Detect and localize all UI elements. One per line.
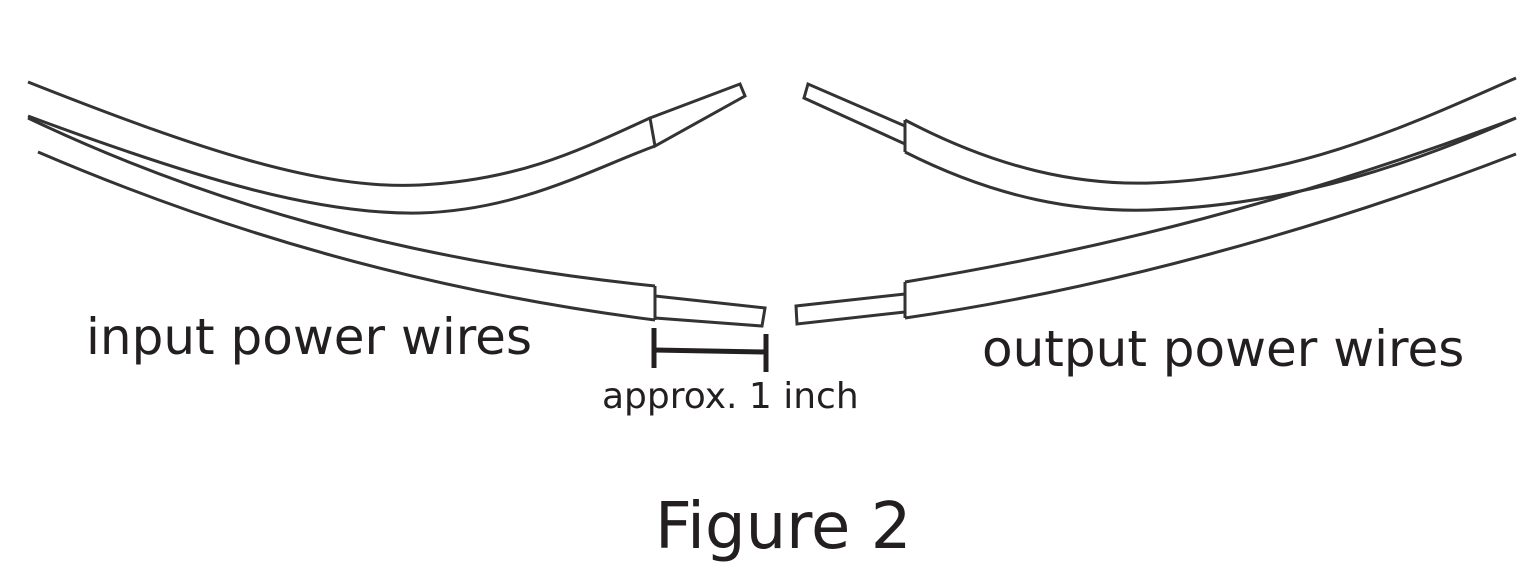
output-wire-upper xyxy=(802,76,1517,212)
input-wire-lower xyxy=(27,116,767,328)
input-power-wires-label: input power wires xyxy=(86,308,532,366)
figure-caption: Figure 2 xyxy=(655,490,912,564)
dimension-marker xyxy=(651,328,769,372)
output-wire-lower xyxy=(794,116,1517,326)
dimension-label: approx. 1 inch xyxy=(602,376,859,417)
input-wire-upper xyxy=(27,80,747,215)
output-power-wires-label: output power wires xyxy=(982,320,1465,378)
